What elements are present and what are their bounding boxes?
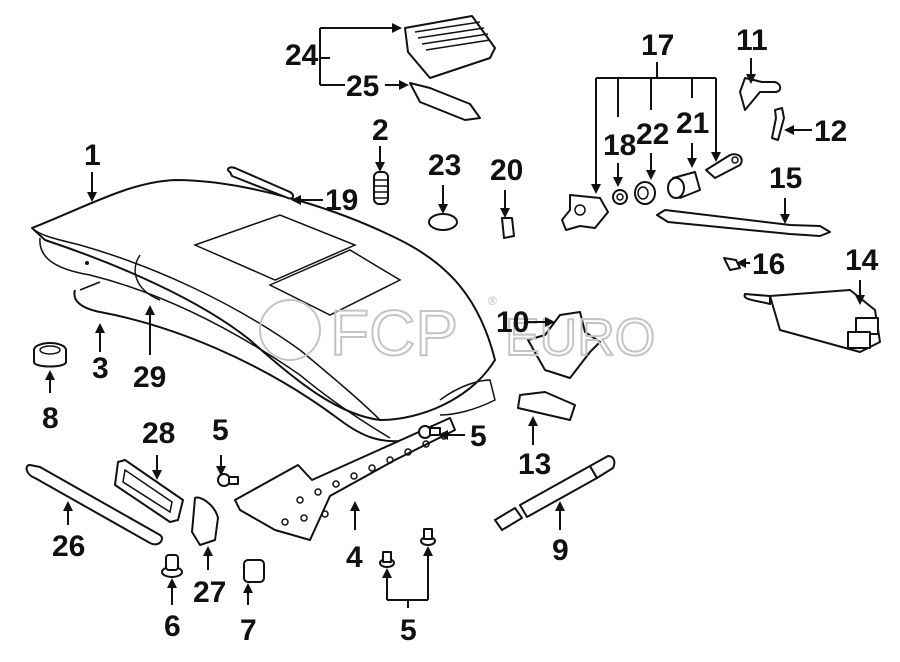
callout-13[interactable]: 13 <box>518 448 551 481</box>
callout-24[interactable]: 24 <box>285 39 319 72</box>
callout-16[interactable]: 16 <box>752 248 785 281</box>
callout-20[interactable]: 20 <box>490 154 523 187</box>
callout-26[interactable]: 26 <box>52 530 85 563</box>
callout-1[interactable]: 1 <box>84 139 101 172</box>
part-17-lock-assembly[interactable] <box>561 194 609 231</box>
callout-19[interactable]: 19 <box>325 184 358 217</box>
callout-28[interactable]: 28 <box>142 417 175 450</box>
part-27-cover[interactable] <box>191 496 219 546</box>
part-23-plug[interactable] <box>428 213 458 231</box>
part-6-grommet[interactable] <box>161 554 183 578</box>
part-2-stop[interactable] <box>373 171 389 205</box>
part-18-ring[interactable] <box>612 189 628 205</box>
callout-3[interactable]: 3 <box>92 352 109 385</box>
callout-4[interactable]: 4 <box>346 541 363 574</box>
watermark-main: FCP <box>330 297 458 369</box>
callout-14[interactable]: 14 <box>845 244 879 277</box>
watermark: FCP EURO ® <box>259 294 656 370</box>
callout-25[interactable]: 25 <box>346 70 379 103</box>
callout-5-upper[interactable]: 5 <box>470 420 487 453</box>
callout-11[interactable]: 11 <box>736 24 768 57</box>
part-9-strut[interactable] <box>494 455 616 531</box>
callout-17[interactable]: 17 <box>641 29 674 62</box>
part-1-trunk-lid[interactable] <box>31 179 496 439</box>
part-16-clip[interactable] <box>723 257 741 271</box>
callout-21[interactable]: 21 <box>676 107 709 140</box>
callout-18[interactable]: 18 <box>603 129 636 162</box>
part-20-clip[interactable] <box>501 217 515 239</box>
part-24-lamp[interactable] <box>404 15 496 79</box>
part-19-rod[interactable] <box>226 166 295 200</box>
part-25-bulb[interactable] <box>409 82 481 121</box>
part-15-rod[interactable] <box>656 209 831 237</box>
part-3-seal[interactable] <box>73 289 411 443</box>
part-11-bracket[interactable] <box>739 77 782 111</box>
part-5-bolt-left[interactable] <box>217 473 239 487</box>
part-10-latch[interactable] <box>527 311 601 379</box>
callout-22[interactable]: 22 <box>636 118 669 151</box>
callout-6[interactable]: 6 <box>164 610 181 643</box>
part-26-seal[interactable] <box>25 464 163 546</box>
callout-27[interactable]: 27 <box>193 576 226 609</box>
part-14-actuator[interactable] <box>743 289 881 353</box>
part-21-cylinder[interactable] <box>667 171 701 199</box>
callout-7[interactable]: 7 <box>240 614 257 647</box>
callout-labels: 1 2 3 4 5 5 5 6 7 8 9 10 11 12 13 14 15 … <box>42 24 879 647</box>
watermark-sub: EURO <box>505 309 655 367</box>
callout-9[interactable]: 9 <box>552 534 569 567</box>
part-5-bolt-bottom-right[interactable] <box>420 528 436 546</box>
part-8-bumper[interactable] <box>33 342 67 368</box>
callout-12[interactable]: 12 <box>814 115 847 148</box>
callout-15[interactable]: 15 <box>769 162 802 195</box>
callout-8[interactable]: 8 <box>42 402 59 435</box>
callout-2[interactable]: 2 <box>372 114 389 147</box>
part-17-key[interactable] <box>705 153 743 179</box>
part-7-bumper[interactable] <box>243 559 265 583</box>
callout-5-bottom[interactable]: 5 <box>400 614 417 647</box>
part-13-striker[interactable] <box>517 391 576 421</box>
part-22-bezel[interactable] <box>634 181 656 205</box>
callout-23[interactable]: 23 <box>428 149 461 182</box>
callout-10[interactable]: 10 <box>496 306 529 339</box>
part-28-handle-trim[interactable] <box>114 459 184 523</box>
callout-29[interactable]: 29 <box>133 361 166 394</box>
callout-5-left[interactable]: 5 <box>212 414 229 447</box>
part-5-bolt-bottom-left[interactable] <box>379 551 395 568</box>
part-4-hinge[interactable] <box>234 417 456 541</box>
part-12-pin[interactable] <box>771 107 785 141</box>
watermark-registered: ® <box>488 294 497 308</box>
leader-lines <box>45 23 865 608</box>
